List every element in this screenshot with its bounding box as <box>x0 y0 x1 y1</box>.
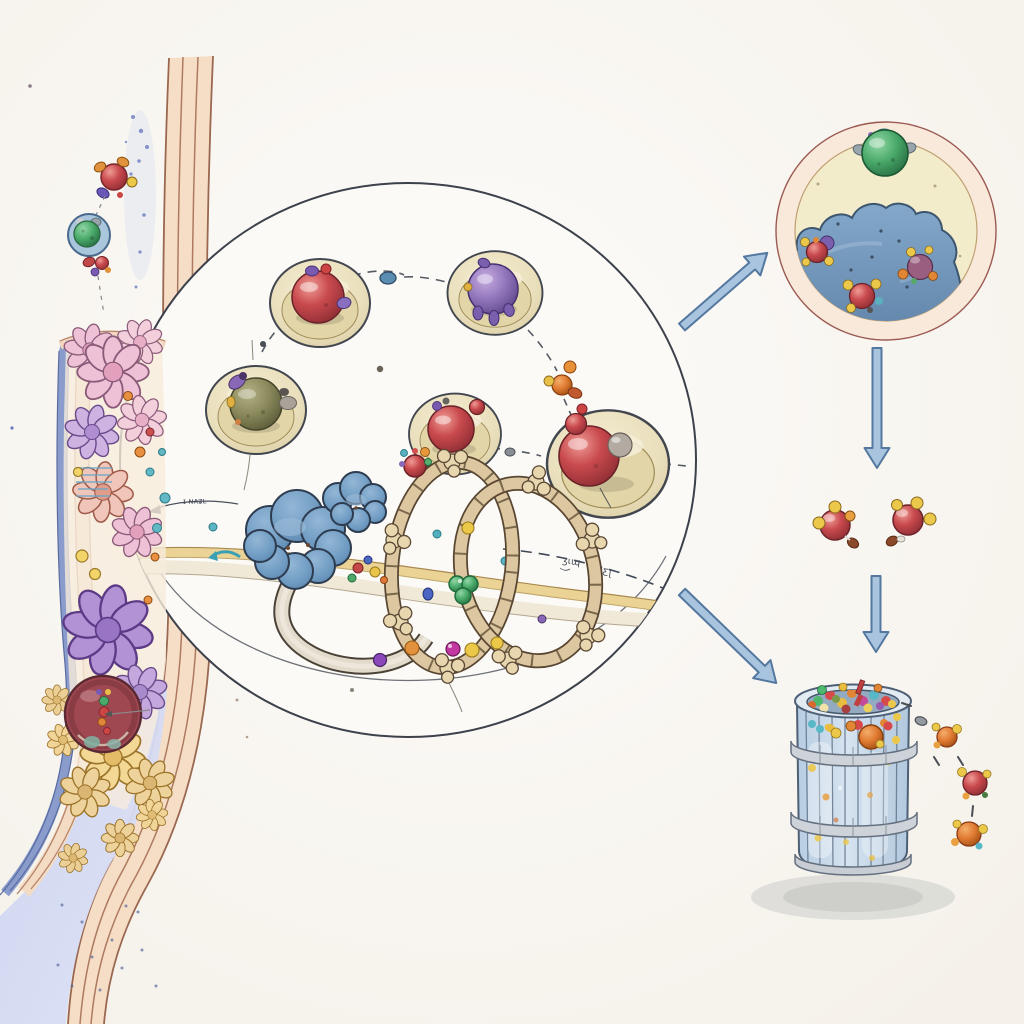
connector-bead-small <box>260 341 266 347</box>
inset-contents: ɪ ɴᴀʑʟ ʒɩɰ Ƹɭ <box>120 250 696 713</box>
annotation-scribble-a: ʒɩɰ <box>562 555 581 568</box>
endosome-molecule-3 <box>897 245 938 284</box>
orange-molecule <box>543 360 583 399</box>
chain-decorations <box>347 521 547 668</box>
free-red-molecule <box>93 156 138 199</box>
arrow-to-endosome <box>678 251 769 332</box>
rim-spill <box>816 679 900 750</box>
tagged-molecule-left <box>812 500 860 549</box>
arrow-inset-to-proteasome <box>677 587 778 685</box>
peptide-3 <box>951 819 988 850</box>
chain-top-red-molecule <box>399 447 432 478</box>
membrane-haze <box>124 110 156 280</box>
arrow-endosome-to-molecules <box>863 347 891 469</box>
annotation-scribble-left: ɪ ɴᴀʑʟ <box>183 496 207 506</box>
peptide-bead <box>914 716 928 726</box>
receptor-disc-4 <box>408 392 502 476</box>
barrel-base-ring <box>794 853 912 876</box>
arrow-molecules-to-proteasome <box>862 575 890 653</box>
connector-bead-gray <box>504 447 516 457</box>
extracellular-specks <box>124 115 149 289</box>
cargo-sphere-red-3 <box>558 425 620 487</box>
trajectory-dash <box>97 275 105 315</box>
annotation-scribble-b: Ƹɭ <box>602 567 613 579</box>
endosome-molecule-1 <box>800 235 835 267</box>
magenta-gem <box>445 641 461 657</box>
chaperone-ring-loop <box>273 558 434 675</box>
receptor-disc-5 <box>545 403 671 519</box>
endosome-cell-circle <box>775 121 997 341</box>
cloud-dot <box>354 506 358 510</box>
stray-speck <box>235 698 239 702</box>
proteasome-barrel <box>751 679 955 920</box>
secreted-molecules <box>10 84 249 739</box>
purple-gem <box>372 652 388 668</box>
channel-accents <box>72 391 171 605</box>
trajectory-dash <box>95 195 106 216</box>
interior-specks <box>56 903 158 992</box>
inset-dot-2 <box>350 688 354 692</box>
endosome-green-sphere <box>852 128 917 177</box>
endosome-molecule-2 <box>842 278 883 313</box>
receptor-disc-1 <box>269 258 371 348</box>
connector-bead-blue <box>379 271 397 285</box>
cargo-sphere-red-2 <box>427 405 475 453</box>
stray-speck <box>28 84 32 88</box>
stray-speck <box>245 735 249 739</box>
chaperone-cloud-small <box>322 471 387 533</box>
membrane-channel-proteins <box>40 311 185 877</box>
released-fragment <box>82 256 111 277</box>
receptor-disc-2 <box>446 250 544 336</box>
peptide-1 <box>931 722 962 749</box>
cargo-sphere-red <box>291 270 345 324</box>
inset-dot <box>376 365 384 373</box>
carrier-vesicle <box>67 213 111 257</box>
green-clover <box>448 575 479 605</box>
receptor-disc-3 <box>205 365 307 455</box>
cloud-dot <box>286 546 290 550</box>
flow-arrows <box>677 251 891 685</box>
channel-cargo-vesicle <box>63 674 151 754</box>
cloud-dot <box>306 543 310 547</box>
barrel-confetti <box>808 690 896 714</box>
tagged-molecule-right <box>885 496 937 547</box>
ejected-peptides <box>901 702 992 850</box>
peptide-2 <box>957 767 992 800</box>
stray-speck <box>10 426 14 430</box>
